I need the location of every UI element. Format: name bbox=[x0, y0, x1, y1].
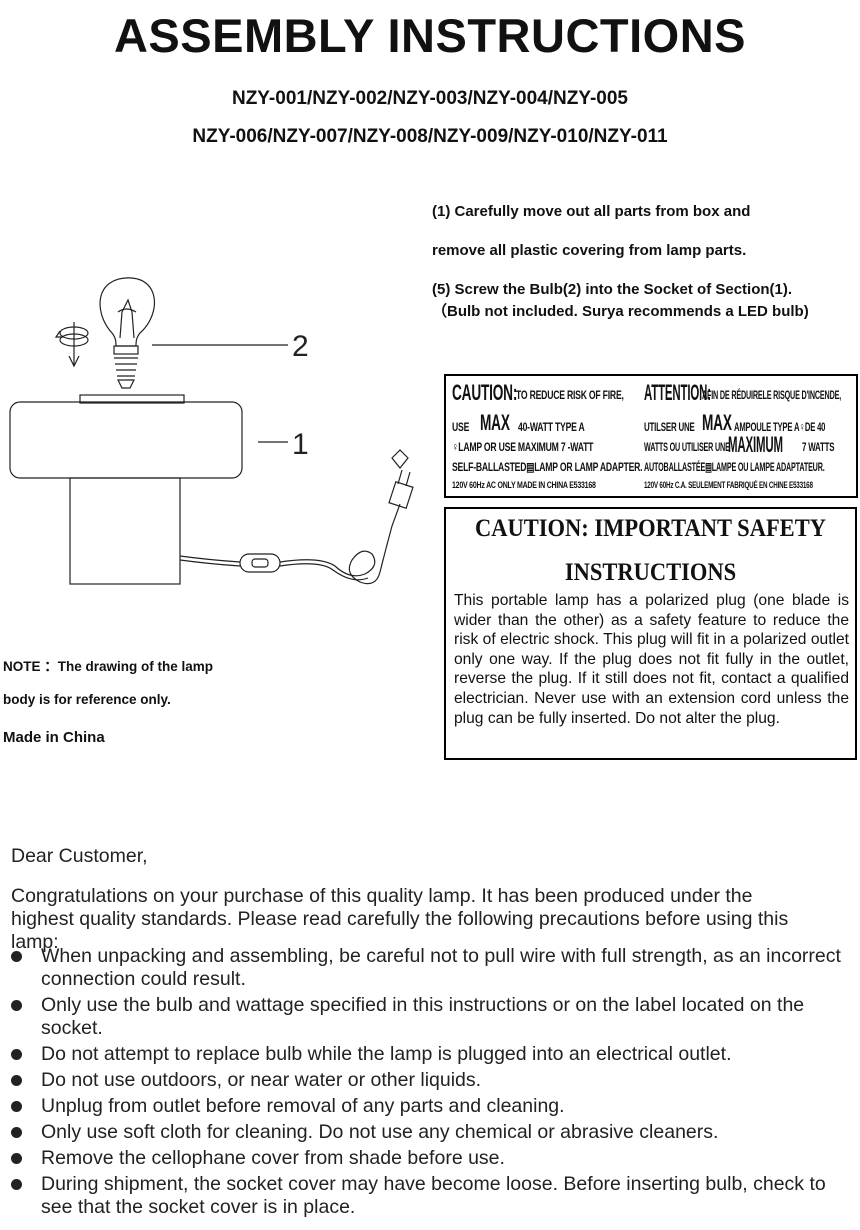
bulb-illustration bbox=[99, 277, 156, 389]
page-title: ASSEMBLY INSTRUCTIONS bbox=[113, 9, 747, 62]
label-en-line-3: ♀LAMP OR USE MAXIMUM 7 -WATT bbox=[452, 440, 594, 454]
label-en-line-2: 40-WATT TYPE A bbox=[518, 420, 585, 434]
lamp-body-illustration bbox=[9, 394, 243, 585]
label-fr-line-1: AFIN DE RÉDUIRELE RISQUE D'INCENDE, bbox=[702, 388, 842, 402]
step-5-line-1: (5) Screw the Bulb(2) into the Socket of… bbox=[432, 281, 793, 298]
caution-wattage-label: CAUTION: TO REDUCE RISK OF FIRE, USE MAX… bbox=[444, 374, 858, 498]
safety-title-line-1: CAUTION: IMPORTANT SAFETY bbox=[475, 515, 826, 542]
list-item: During shipment, the socket cover may ha… bbox=[11, 1173, 841, 1219]
list-item: Do not use outdoors, or near water or ot… bbox=[11, 1069, 841, 1092]
greeting: Dear Customer, bbox=[11, 845, 148, 867]
label-en-line-1: TO REDUCE RISK OF FIRE, bbox=[516, 388, 624, 402]
precautions-list: When unpacking and assembling, be carefu… bbox=[11, 945, 841, 1222]
safety-title-line-2: INSTRUCTIONS bbox=[564, 559, 737, 586]
part-label-1: 1 bbox=[292, 428, 309, 461]
label-caution-heading: CAUTION: bbox=[452, 380, 518, 405]
label-fr-line-3b: 7 WATTS bbox=[802, 440, 835, 454]
model-numbers-line-2: NZY-006/NZY-007/NZY-008/NZY-009/NZY-010/… bbox=[192, 126, 668, 147]
bullet-icon bbox=[11, 951, 22, 962]
note-line-2: body is for reference only. bbox=[3, 692, 171, 707]
list-item: When unpacking and assembling, be carefu… bbox=[11, 945, 841, 991]
model-numbers-line-1: NZY-001/NZY-002/NZY-003/NZY-004/NZY-005 bbox=[231, 88, 628, 109]
bullet-icon bbox=[11, 1179, 22, 1190]
label-en-line-5: 120V 60Hz AC ONLY MADE IN CHINA E533168 bbox=[452, 480, 596, 490]
bulb-symbol-icon: ♀ bbox=[799, 420, 805, 434]
label-fr-line-2: AMPOULE TYPE A♀DE 40 bbox=[734, 420, 826, 434]
list-item: Only use the bulb and wattage specified … bbox=[11, 994, 841, 1040]
step-1-line-2: remove all plastic covering from lamp pa… bbox=[432, 242, 747, 259]
list-item: Remove the cellophane cover from shade b… bbox=[11, 1147, 841, 1170]
bulb-symbol-icon: ♀ bbox=[452, 440, 459, 454]
label-fr-line-4: AUTOBALLASTÉE▤LAMPE OU LAMPE ADAPTATEUR. bbox=[644, 460, 825, 474]
lamp-assembly-diagram: 2 1 bbox=[9, 277, 414, 585]
step-5-line-2: （Bulb not included. Surya recommends a L… bbox=[432, 303, 809, 320]
bullet-icon bbox=[11, 1049, 22, 1060]
label-fr-utiliser: UTILSER UNE bbox=[644, 420, 695, 434]
part-label-2: 2 bbox=[292, 330, 309, 363]
note-line-1: NOTE ：The drawing of the lamp bbox=[3, 659, 214, 674]
made-in-china: Made in China bbox=[3, 729, 105, 746]
label-en-line-4: SELF-BALLASTED▤LAMP OR LAMP ADAPTER. bbox=[452, 460, 643, 474]
label-fr-max: MAX bbox=[702, 410, 732, 435]
bullet-icon bbox=[11, 1101, 22, 1112]
label-en-max: MAX bbox=[480, 410, 510, 435]
label-attention-heading: ATTENTION: bbox=[644, 380, 711, 405]
intro-paragraph: Congratulations on your purchase of this… bbox=[11, 885, 789, 953]
rotate-arrow-icon bbox=[54, 322, 89, 368]
bullet-icon bbox=[11, 1153, 22, 1164]
label-fr-line-5: 120V 60Hz C.A. SEULEMENT FABRIQUÉ EN CHI… bbox=[644, 480, 813, 490]
safety-body-text: This portable lamp has a polarized plug … bbox=[454, 592, 849, 727]
bullet-icon bbox=[11, 1000, 22, 1011]
label-fr-line-3a: WATTS OU UTILISER UNE bbox=[644, 440, 730, 454]
list-item: Only use soft cloth for cleaning. Do not… bbox=[11, 1121, 841, 1144]
list-item: Do not attempt to replace bulb while the… bbox=[11, 1043, 841, 1066]
power-cord-illustration bbox=[179, 449, 414, 585]
list-item: Unplug from outlet before removal of any… bbox=[11, 1095, 841, 1118]
step-1-line-1: (1) Carefully move out all parts from bo… bbox=[432, 203, 751, 220]
label-fr-maximum: MAXIMUM bbox=[728, 432, 783, 457]
ballast-symbol-icon: ▤ bbox=[705, 460, 712, 474]
label-en-use: USE bbox=[452, 420, 470, 434]
bullet-icon bbox=[11, 1127, 22, 1138]
ballast-symbol-icon: ▤ bbox=[526, 460, 535, 474]
bullet-icon bbox=[11, 1075, 22, 1086]
safety-instructions-box: CAUTION: IMPORTANT SAFETY INSTRUCTIONS T… bbox=[444, 507, 857, 760]
